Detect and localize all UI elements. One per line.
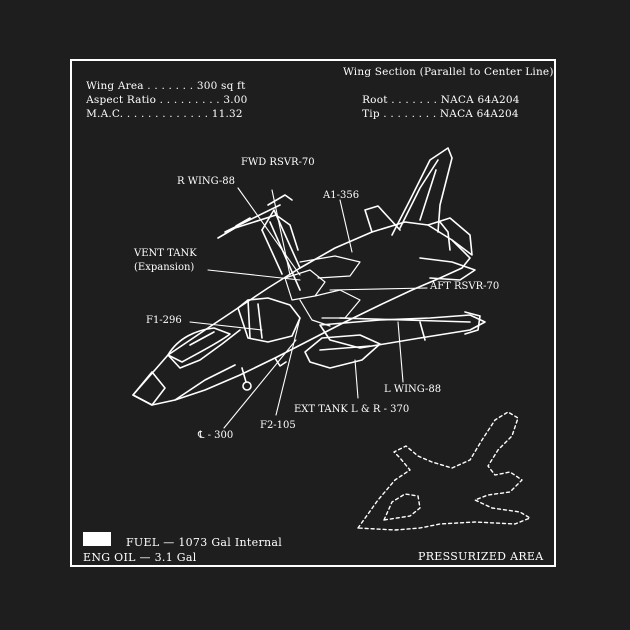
internal-tanks bbox=[284, 255, 361, 327]
spec-tip: Tip . . . . . . . . NACA 64A204 bbox=[355, 93, 519, 121]
leader-dots: . . . . . . . . bbox=[379, 108, 440, 120]
landing-gear bbox=[241, 357, 287, 391]
legend-fuel: FUEL — 1073 Gal Internal bbox=[126, 536, 283, 549]
spec-wing-area-value: 300 sq ft bbox=[196, 80, 246, 92]
spec-aspect-ratio: Aspect Ratio . . . . . . . . . 3.00 bbox=[79, 79, 248, 107]
engine-nozzle bbox=[427, 217, 473, 256]
diagram-frame bbox=[70, 59, 556, 567]
spec-tip-label: Tip bbox=[362, 108, 380, 120]
callout-vent-tank: VENT TANK bbox=[134, 248, 197, 259]
leader-dots: . . . . . . . bbox=[387, 94, 441, 106]
fuel-legend-swatch bbox=[83, 532, 111, 546]
spec-root-value: NACA 64A204 bbox=[440, 94, 520, 106]
canopy bbox=[167, 327, 231, 363]
spec-mac-label: M.A.C. bbox=[86, 108, 124, 120]
spec-mac-value: 11.32 bbox=[211, 108, 243, 120]
leader-dots: . . . . . . . bbox=[143, 80, 197, 92]
callout-l-wing: L WING-88 bbox=[384, 384, 442, 395]
callout-cl: ℄ - 300 bbox=[198, 430, 234, 441]
callout-a1: A1-356 bbox=[323, 190, 360, 201]
callout-fwd-rsvr: FWD RSVR-70 bbox=[241, 157, 315, 168]
right-wing bbox=[217, 194, 301, 291]
callout-f2: F2-105 bbox=[260, 420, 296, 431]
spec-tip-value: NACA 64A204 bbox=[439, 108, 519, 120]
legend-pressurized-area: PRESSURIZED AREA bbox=[418, 550, 544, 563]
left-wing bbox=[319, 311, 486, 349]
spec-wing-section-title: Wing Section (Parallel to Center Line) bbox=[343, 66, 554, 78]
spec-aspect-ratio-label: Aspect Ratio bbox=[86, 94, 157, 106]
spec-root-label: Root bbox=[362, 94, 388, 106]
external-tank bbox=[304, 334, 381, 369]
callout-f1: F1-296 bbox=[146, 315, 182, 326]
horizontal-stabilizer bbox=[364, 205, 476, 281]
callout-vent-tank-sub: (Expansion) bbox=[134, 262, 195, 273]
fuselage-outline bbox=[132, 221, 471, 406]
spec-wing-area: Wing Area . . . . . . . 300 sq ft bbox=[79, 65, 246, 93]
spec-wing-area-label: Wing Area bbox=[86, 80, 144, 92]
callout-ext-tank: EXT TANK L & R - 370 bbox=[294, 404, 410, 415]
leader-dots: . . . . . . . . . bbox=[156, 94, 224, 106]
callout-leaders bbox=[189, 187, 428, 429]
intake bbox=[237, 297, 301, 343]
vertical-tail bbox=[391, 147, 453, 236]
spec-root: Root . . . . . . . NACA 64A204 bbox=[355, 79, 520, 107]
leader-dots: . . . . . . . . . . . . bbox=[123, 108, 212, 120]
spec-mac: M.A.C. . . . . . . . . . . . . 11.32 bbox=[79, 93, 243, 121]
callout-aft-rsvr: AFT RSVR-70 bbox=[430, 281, 500, 292]
pressurized-area-inset bbox=[357, 411, 531, 531]
spec-aspect-ratio-value: 3.00 bbox=[223, 94, 248, 106]
legend-eng-oil: ENG OIL — 3.1 Gal bbox=[83, 551, 197, 564]
callout-r-wing: R WING-88 bbox=[177, 176, 235, 187]
nose-cone bbox=[132, 371, 166, 406]
